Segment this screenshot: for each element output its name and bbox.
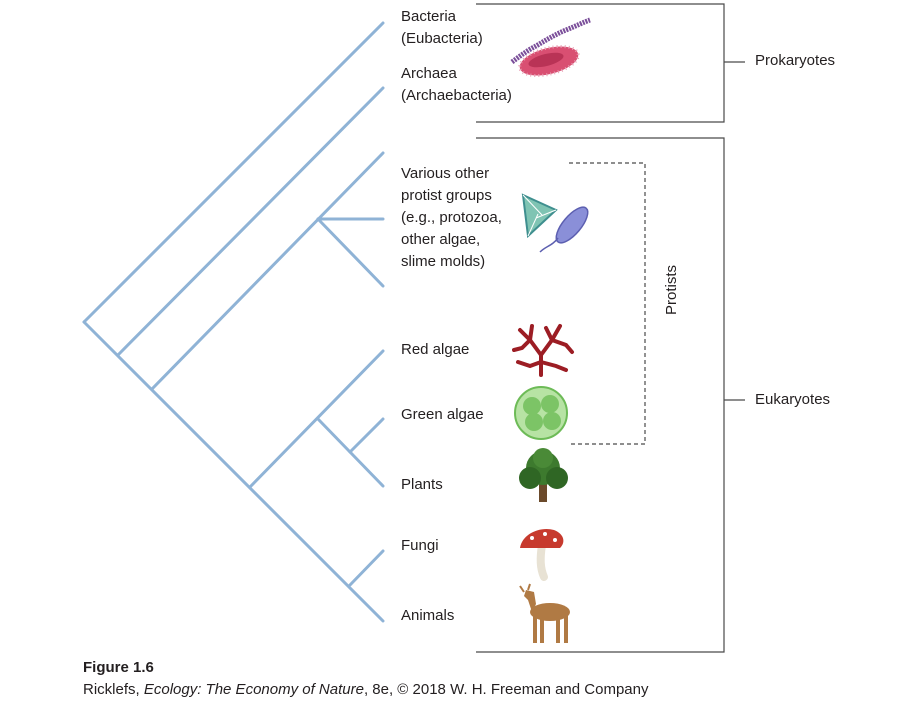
taxon-label-plants: Plants [401, 474, 443, 496]
taxon-label-bacteria: Bacteria (Eubacteria) [401, 6, 483, 50]
branch-bacteria [82, 21, 385, 324]
branch-protist-top [150, 151, 385, 391]
credit-publisher: , 8e, © 2018 W. H. Freeman and Company [363, 681, 649, 698]
green-algae-icon [514, 386, 568, 440]
taxon-label-red-algae: Red algae [401, 339, 469, 361]
taxon-label-line: (Archaebacteria) [401, 87, 512, 104]
group-label-eukaryotes: Eukaryotes [755, 391, 831, 408]
taxon-label-line: Bacteria [401, 8, 457, 25]
branch-archaea [116, 86, 385, 357]
taxon-label-line: Plants [401, 476, 443, 493]
tree-branches [82, 21, 385, 623]
tree-icon [519, 448, 568, 502]
figure-number: Figure 1.6 [83, 659, 154, 676]
figure-credit: Ricklefs, Ecology: The Economy of Nature… [83, 681, 648, 698]
red-algae-icon [512, 324, 574, 377]
branch-fungi [348, 549, 385, 587]
taxon-label-line: slime molds) [401, 253, 486, 270]
prokaryotes-bracket [476, 3, 725, 123]
branch-protist-bottom [316, 217, 385, 288]
mushroom-icon [520, 528, 564, 581]
taxon-label-line: other algae, [401, 231, 481, 248]
taxon-label-green-algae: Green algae [401, 404, 484, 426]
group-label-protists: Protists [663, 265, 680, 316]
credit-author: Ricklefs, [83, 681, 144, 698]
branch-root-eukaryote-archaea [82, 320, 385, 623]
taxon-label-animals: Animals [401, 605, 454, 627]
deer-icon [519, 583, 570, 643]
taxon-label-line: protist groups [401, 187, 492, 204]
taxon-label-line: Various other [401, 165, 490, 182]
group-brackets [476, 3, 745, 653]
taxon-label-line: Green algae [401, 406, 484, 423]
protozoa-icon [521, 193, 589, 253]
taxon-label-line: (e.g., protozoa, [401, 209, 502, 226]
taxon-label-line: (Eubacteria) [401, 30, 483, 47]
bacteria-icon [510, 17, 591, 78]
taxon-label-line: Fungi [401, 537, 439, 554]
eukaryotes-bracket [476, 137, 725, 653]
protists-bracket [569, 162, 646, 445]
taxon-label-line: Archaea [401, 65, 457, 82]
taxon-label-archaea: Archaea (Archaebacteria) [401, 63, 512, 107]
taxon-label-line: Red algae [401, 341, 470, 358]
branch-green-algae [348, 417, 385, 454]
taxon-label-fungi: Fungi [401, 535, 439, 557]
credit-book-title: Ecology: The Economy of Nature [143, 681, 364, 698]
taxon-label-line: Animals [401, 607, 455, 624]
taxon-label-protists: Various other protist groups (e.g., prot… [401, 163, 502, 273]
group-label-prokaryotes: Prokaryotes [755, 52, 836, 69]
